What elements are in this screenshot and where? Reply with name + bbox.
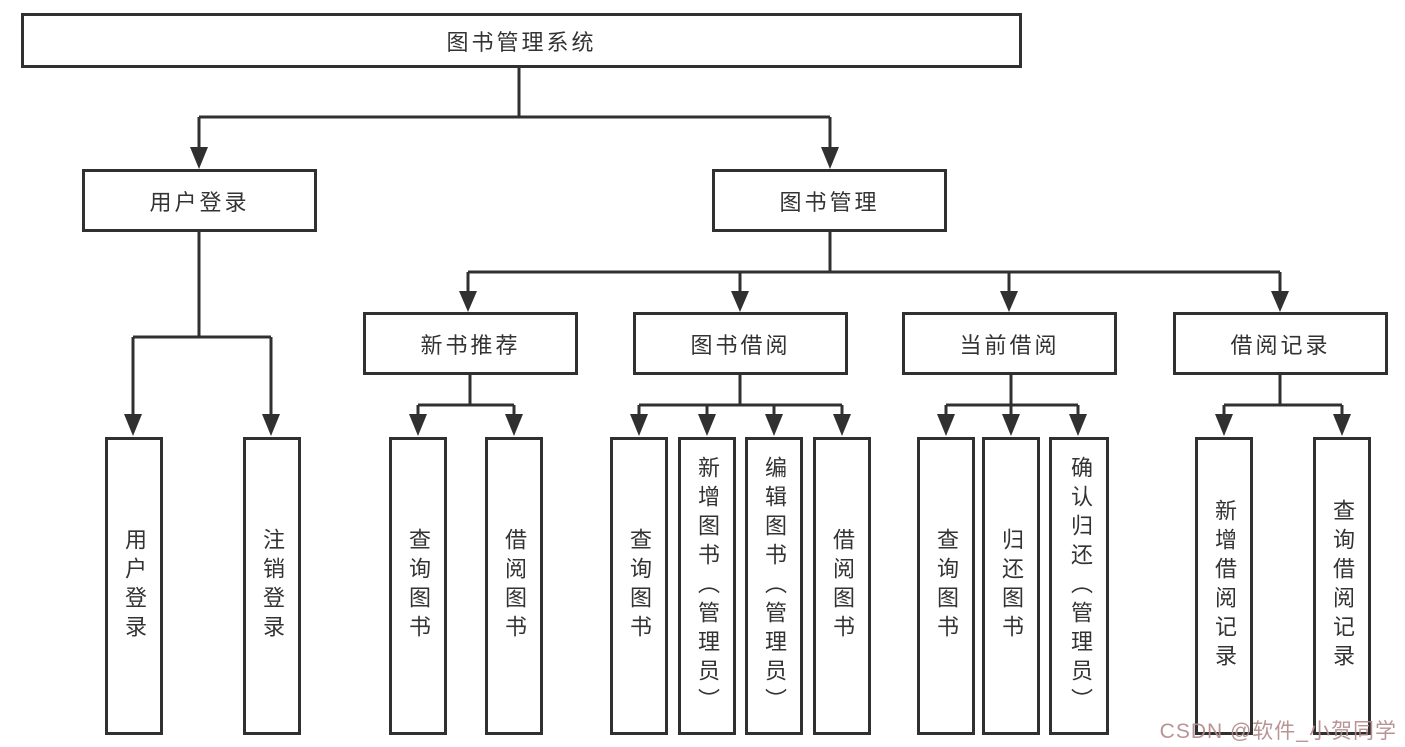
leaf-cb-return-books: 归还图书 <box>982 437 1040 735</box>
arrowheads-user-login <box>124 414 280 436</box>
arrowheads-borrow-records <box>1215 414 1351 436</box>
leaf-cb-confirm-return-admin: 确认归还（管理员） <box>1049 437 1109 735</box>
leaf-bb-edit-books-admin: 编辑图书（管理员） <box>745 437 803 735</box>
connector-book-management <box>466 232 1282 292</box>
arrowheads-book-borrow <box>630 414 851 436</box>
arrowheads-level3 <box>459 291 1289 312</box>
connector-current-borrow <box>944 375 1080 415</box>
node-current-borrow: 当前借阅 <box>902 312 1117 375</box>
leaf-nbr-query-books: 查询图书 <box>389 437 447 735</box>
leaf-nbr-borrow-books: 借阅图书 <box>485 437 543 735</box>
leaf-bb-borrow-books: 借阅图书 <box>813 437 871 735</box>
node-user-login: 用户登录 <box>82 169 317 232</box>
leaf-bb-query-books: 查询图书 <box>610 437 668 735</box>
leaf-br-query-record: 查询借阅记录 <box>1313 437 1371 735</box>
connector-root-to-level2 <box>197 68 832 148</box>
arrowheads-new-book-recommend <box>409 414 523 436</box>
node-book-management: 图书管理 <box>712 169 947 232</box>
connector-book-borrow <box>637 375 844 415</box>
node-new-book-recommend: 新书推荐 <box>363 312 578 375</box>
arrowheads-level2 <box>190 147 839 169</box>
leaf-logout: 注销登录 <box>243 437 301 735</box>
node-root: 图书管理系统 <box>21 13 1022 68</box>
leaf-br-add-record: 新增借阅记录 <box>1195 437 1253 735</box>
connector-user-login <box>131 232 273 415</box>
leaf-user-login: 用户登录 <box>105 437 163 735</box>
connector-new-book-recommend <box>416 375 516 415</box>
node-book-borrow: 图书借阅 <box>633 312 848 375</box>
arrowheads-current-borrow <box>937 414 1087 436</box>
leaf-bb-add-books-admin: 新增图书（管理员） <box>678 437 736 735</box>
watermark-csdn: CSDN @软件_小贺同学 <box>1159 720 1397 743</box>
connector-borrow-records <box>1222 375 1344 415</box>
leaf-cb-query-books: 查询图书 <box>917 437 975 735</box>
node-borrow-records: 借阅记录 <box>1173 312 1388 375</box>
